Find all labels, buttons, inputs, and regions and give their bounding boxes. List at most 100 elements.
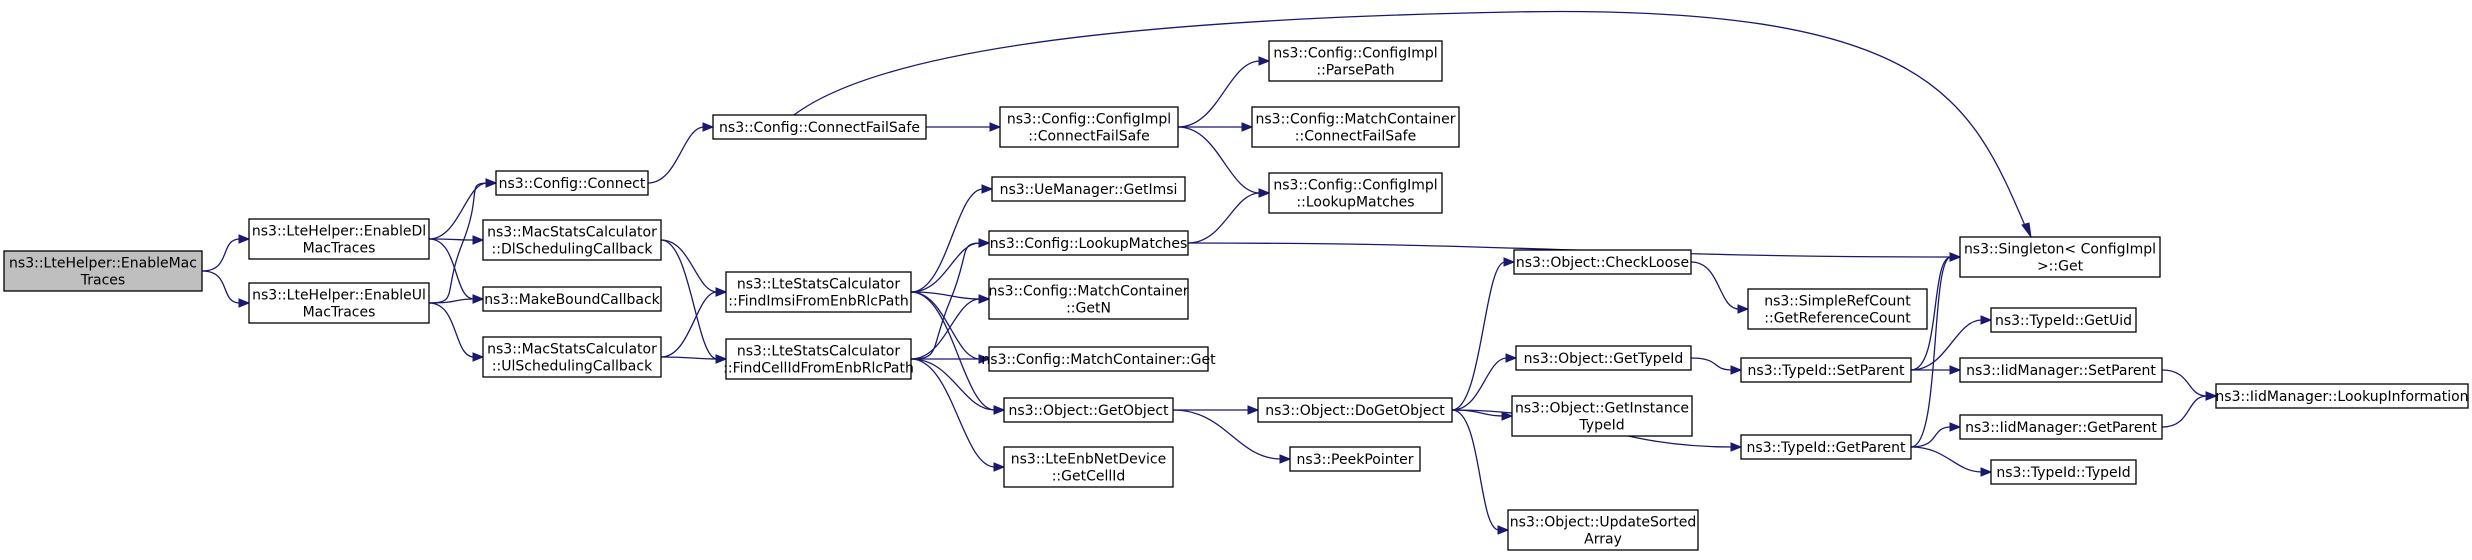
node-box (2215, 383, 2469, 409)
edge-object-get-type-id-to-type-id-set-parent (1690, 357, 1743, 375)
node-box (1268, 40, 1443, 82)
node-box (991, 176, 1186, 202)
node-label: ::FindImsiFromEnbRlcPath (728, 294, 908, 310)
node-type-id-get-parent[interactable]: ns3::TypeId::GetParent (1740, 434, 1912, 460)
node-label: ns3::TypeId::GetParent (1747, 440, 1906, 456)
node-object-get-type-id[interactable]: ns3::Object::GetTypeId (1515, 345, 1692, 371)
node-match-container-connect-fail-safe[interactable]: ns3::Config::MatchContainer::ConnectFail… (1251, 106, 1460, 148)
arrowhead-icon (1241, 122, 1254, 132)
node-label: ::ConnectFailSafe (1295, 129, 1416, 145)
node-box (1747, 288, 1928, 330)
node-object-check-loose[interactable]: ns3::Object::CheckLoose (1513, 249, 1692, 275)
node-box (1003, 397, 1174, 423)
arrowhead-icon (472, 235, 485, 245)
node-lookup-matches[interactable]: ns3::Config::LookupMatches (988, 230, 1189, 256)
node-box (3, 250, 203, 292)
node-label: ns3::LteHelper::EnableDl (252, 224, 426, 240)
node-label: ns3::IidManager::GetParent (1965, 420, 2157, 436)
edge-connect-fail-safe-to-singleton-get (793, 10, 2032, 238)
node-label: ns3::LteEnbNetDevice (1011, 452, 1166, 468)
node-box (1959, 236, 2161, 278)
node-match-container-getn[interactable]: ns3::Config::MatchContainer::GetN (988, 278, 1189, 320)
node-label: ns3::Config::Connect (499, 176, 646, 192)
node-type-id-set-parent[interactable]: ns3::TypeId::SetParent (1740, 357, 1912, 383)
edge-find-cellid-to-match-container-getn (910, 294, 991, 360)
node-ue-manager-get-imsi[interactable]: ns3::UeManager::GetImsi (991, 176, 1186, 202)
node-label: ns3::Config::MatchContainer (989, 284, 1189, 300)
arrowhead-icon (1505, 353, 1518, 363)
call-graph-nodes: ns3::LteHelper::EnableMacTracesns3::LteH… (3, 40, 2469, 551)
node-object-get-object[interactable]: ns3::Object::GetObject (1003, 397, 1174, 423)
node-label: ns3::LteHelper::EnableUl (252, 288, 426, 304)
node-label: ::FindCellIdFromEnbRlcPath (723, 361, 914, 377)
node-iid-manager-lookup-information[interactable]: ns3::IidManager::LookupInformation (2215, 383, 2469, 409)
node-box (1257, 397, 1453, 423)
node-simple-ref-count[interactable]: ns3::SimpleRefCount::GetReferenceCount (1747, 288, 1928, 330)
arrowhead-icon (1247, 405, 1260, 415)
edge-object-do-get-object-to-object-update-sorted-array (1451, 409, 1510, 535)
edge-find-imsi-to-lookup-matches (910, 238, 991, 293)
node-configimpl-lookup-matches[interactable]: ns3::Config::ConfigImpl::LookupMatches (1268, 172, 1443, 214)
node-label: ::GetN (1066, 301, 1111, 317)
node-box (1289, 446, 1421, 472)
node-label: ns3::TypeId::SetParent (1748, 363, 1905, 379)
edge-enable-ul-mac-traces-to-make-bound-callback (428, 294, 485, 304)
node-box (1251, 106, 1460, 148)
node-configimpl-connect-fail-safe[interactable]: ns3::Config::ConfigImpl::ConnectFailSafe (999, 106, 1179, 148)
arrowhead-icon (1730, 365, 1743, 375)
arrowhead-icon (472, 294, 485, 304)
node-singleton-get[interactable]: ns3::Singleton< ConfigImpl>::Get (1959, 236, 2161, 278)
node-make-bound-callback[interactable]: ns3::MakeBoundCallback (482, 286, 662, 312)
edge-find-cellid-to-object-get-object (910, 358, 1006, 415)
arrowhead-icon (1737, 304, 1750, 314)
node-dl-scheduling-callback[interactable]: ns3::MacStatsCalculator::DlSchedulingCal… (482, 219, 662, 261)
node-peek-pointer[interactable]: ns3::PeekPointer (1289, 446, 1421, 472)
node-iid-manager-get-parent[interactable]: ns3::IidManager::GetParent (1959, 414, 2163, 440)
node-label: ::GetReferenceCount (1764, 311, 1911, 327)
edge-find-cellid-to-lookup-matches (910, 238, 991, 360)
node-label: ns3::LteStatsCalculator (737, 344, 900, 360)
arrowhead-icon (1497, 525, 1510, 535)
node-label: ns3::Config::ConfigImpl (1273, 178, 1437, 194)
node-ul-scheduling-callback[interactable]: ns3::MacStatsCalculator::UlSchedulingCal… (482, 336, 662, 378)
node-box (1990, 307, 2137, 333)
node-type-id-get-uid[interactable]: ns3::TypeId::GetUid (1990, 307, 2137, 333)
node-label: ::ConnectFailSafe (1028, 129, 1149, 145)
node-box (482, 219, 662, 261)
node-label: ns3::MacStatsCalculator (487, 225, 657, 241)
node-find-imsi[interactable]: ns3::LteStatsCalculator::FindImsiFromEnb… (725, 271, 912, 313)
node-label: ::UlSchedulingCallback (492, 359, 653, 375)
node-label: ::GetCellId (1052, 469, 1126, 485)
node-label: ns3::Object::UpdateSorted (1510, 515, 1696, 531)
node-label: ns3::Config::ConfigImpl (1007, 112, 1171, 128)
node-type-id-type-id[interactable]: ns3::TypeId::TypeId (1990, 459, 2137, 485)
edge-object-do-get-object-to-object-get-type-id (1451, 353, 1518, 411)
arrowhead-icon (715, 287, 728, 297)
edge-ul-scheduling-callback-to-find-imsi (660, 287, 728, 358)
node-label: ns3::TypeId::GetUid (1995, 313, 2132, 329)
node-label: ns3::SimpleRefCount (1764, 294, 1911, 310)
node-lte-enb-net-device-get-cellid[interactable]: ns3::LteEnbNetDevice::GetCellId (1003, 446, 1174, 488)
node-find-cellid[interactable]: ns3::LteStatsCalculator::FindCellIdFromE… (723, 338, 914, 380)
node-label: TypeId (1578, 418, 1624, 434)
node-configimpl-parse-path[interactable]: ns3::Config::ConfigImpl::ParsePath (1268, 40, 1443, 82)
node-iid-manager-set-parent[interactable]: ns3::IidManager::SetParent (1959, 357, 2163, 383)
node-box (1003, 446, 1174, 488)
node-config-connect[interactable]: ns3::Config::Connect (495, 170, 649, 196)
node-connect-fail-safe[interactable]: ns3::Config::ConnectFailSafe (712, 114, 927, 140)
node-match-container-get[interactable]: ns3::Config::MatchContainer::Get (981, 346, 1216, 372)
edge-ul-scheduling-callback-to-find-cellid (660, 354, 728, 364)
node-label: ns3::Object::DoGetObject (1265, 403, 1445, 419)
node-label: ns3::Config::LookupMatches (990, 236, 1188, 252)
node-object-do-get-object[interactable]: ns3::Object::DoGetObject (1257, 397, 1453, 423)
arrowhead-icon (1949, 252, 1962, 262)
edge-configimpl-connect-fail-safe-to-configimpl-parse-path (1177, 56, 1271, 128)
edge-configimpl-connect-fail-safe-to-match-container-connect-fail-safe (1178, 122, 1254, 132)
node-label: ns3::Object::CheckLoose (1516, 255, 1689, 271)
